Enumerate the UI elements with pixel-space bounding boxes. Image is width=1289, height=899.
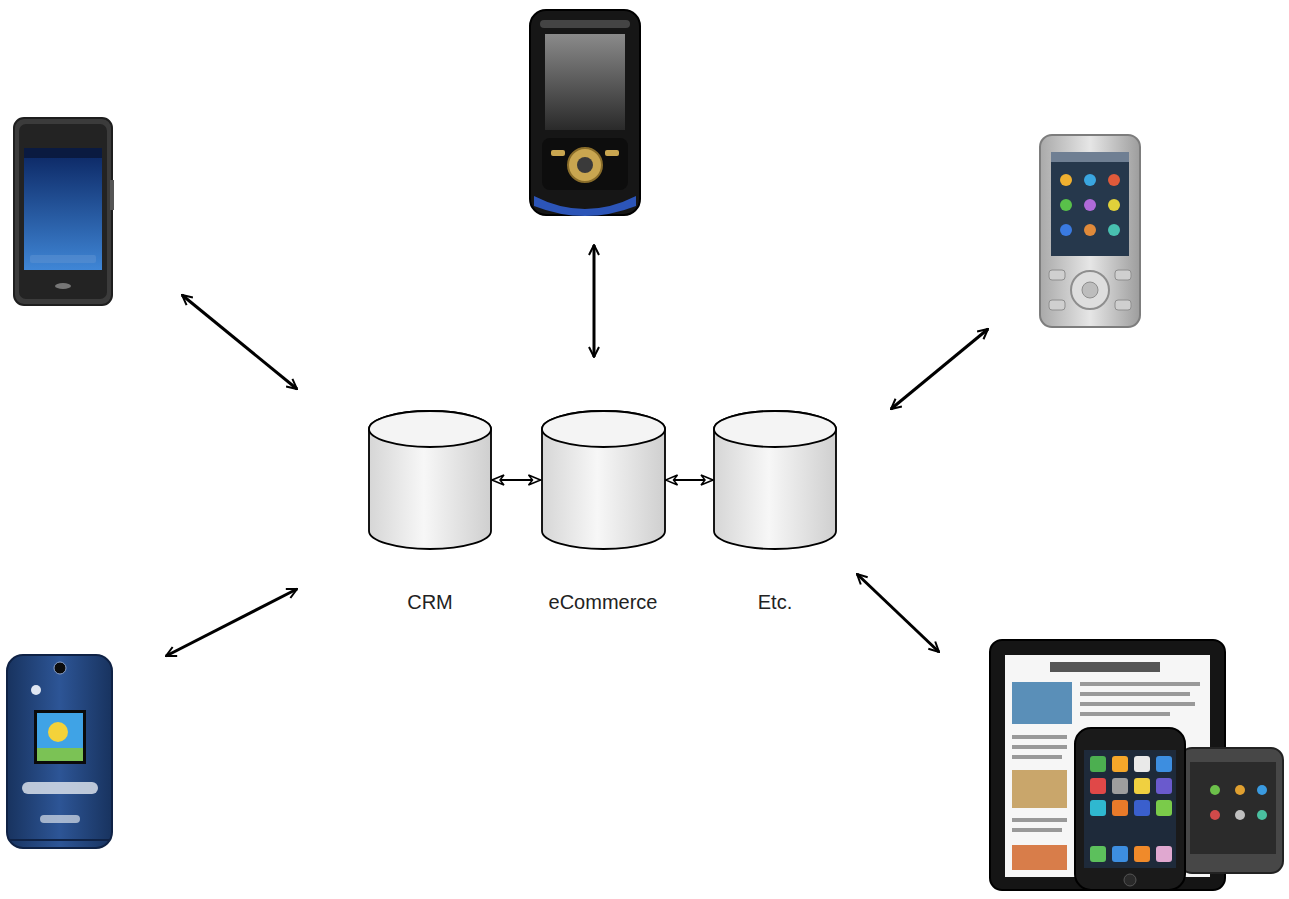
slider-phone: [530, 10, 640, 216]
system-label: eCommerce: [541, 590, 666, 614]
android-phone: [1180, 748, 1283, 873]
cylinder-body: [369, 411, 491, 549]
database-cylinder: eCommerce: [541, 410, 666, 620]
cylinder-top: [542, 411, 665, 447]
slider-phone: [14, 118, 114, 305]
smartphone: [1075, 728, 1185, 890]
device-arrows: [166, 245, 988, 656]
slider-phone: [1040, 135, 1140, 327]
cylinder-shape: [541, 410, 666, 550]
cylinder-body: [714, 411, 836, 549]
device-arrow: [166, 589, 297, 656]
system-label: CRM: [368, 590, 492, 614]
system-link: [666, 479, 714, 481]
flip-phone: [7, 655, 112, 848]
system-label: Etc.: [713, 590, 837, 614]
database-cylinder: CRM: [368, 410, 492, 620]
database-cylinder: Etc.: [713, 410, 837, 620]
device-arrow: [891, 329, 988, 409]
cylinder-body: [542, 411, 665, 549]
device-arrow: [182, 295, 297, 389]
system-link: [492, 479, 541, 481]
cylinder-top: [369, 411, 491, 447]
cylinder-shape: [713, 410, 837, 550]
device-arrow: [593, 245, 596, 357]
cylinder-shape: [368, 410, 492, 550]
cylinder-top: [714, 411, 836, 447]
device-arrow: [857, 574, 939, 652]
